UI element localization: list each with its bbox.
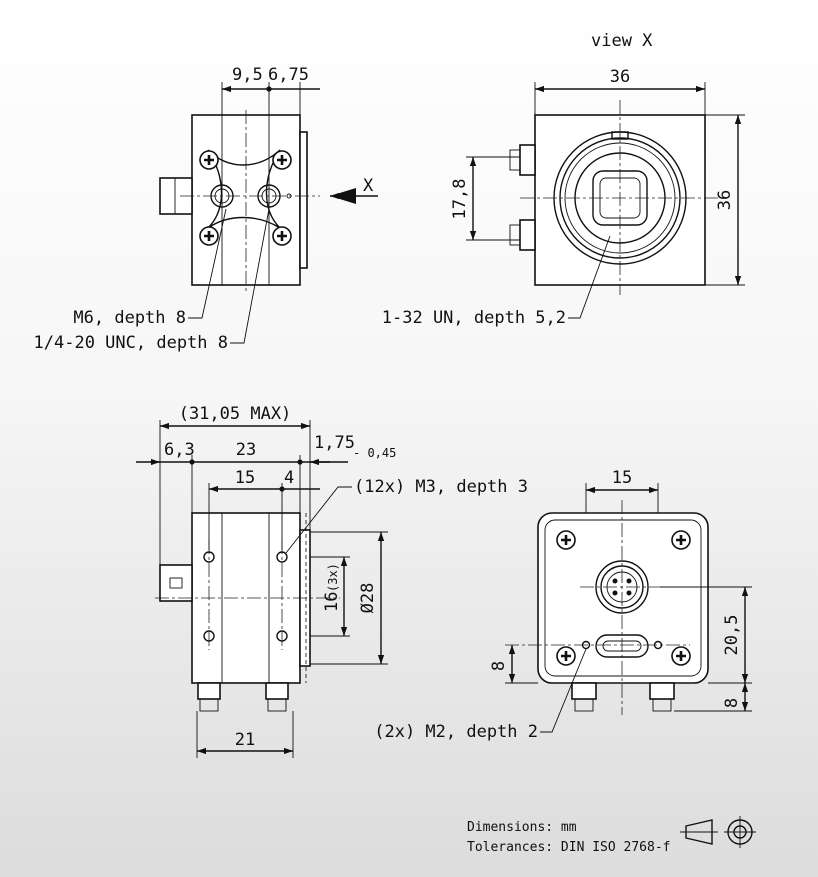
dim-15-rear: 15 [612, 468, 632, 488]
dim-9-5: 9,5 [232, 65, 263, 85]
dim-16: 16 [322, 592, 342, 612]
dim-8-left: 8 [489, 661, 509, 671]
dim-21: 21 [235, 730, 255, 750]
projection-symbol [680, 816, 756, 848]
dim-3x: (3x) [326, 563, 340, 592]
screw-icon [271, 225, 293, 247]
dim-1-75: 1,75 [314, 433, 355, 453]
rear-view: 15 20,5 8 8 (2x) M2, depth 2 [374, 468, 752, 742]
dim-36-width: 36 [610, 67, 630, 87]
dim-6-75: 6,75 [268, 65, 309, 85]
callout-m6: M6, depth 8 [73, 308, 186, 328]
dim-8-right: 8 [722, 698, 742, 708]
screw-icon [198, 225, 220, 247]
screw-icon [555, 529, 577, 551]
screw-icon [670, 645, 692, 667]
dim-31-05-max: (31,05 MAX) [179, 404, 292, 424]
screw-icon [670, 529, 692, 551]
side-view: (31,05 MAX) 6,3 23 1,75 - 0,45 15 4 (12x… [136, 404, 528, 758]
dim-23: 23 [236, 440, 256, 460]
footer-notes: Dimensions: mm Tolerances: DIN ISO 2768-… [467, 818, 671, 858]
view-x-title: view X [591, 31, 653, 51]
view-x: view X 36 36 17,8 1-32 UN, depth 5,2 [382, 31, 745, 328]
dim-4: 4 [284, 468, 294, 488]
dimensions-unit-note: Dimensions: mm [467, 820, 577, 835]
screw-icon [198, 149, 220, 171]
callout-1-32-un: 1-32 UN, depth 5,2 [382, 308, 566, 328]
dim-15-side: 15 [235, 468, 255, 488]
dim-17-8: 17,8 [450, 179, 470, 220]
dim-diameter-28: Ø28 [358, 583, 378, 614]
dim-6-3: 6,3 [164, 440, 195, 460]
dim-36-height: 36 [715, 190, 735, 210]
screw-icon [271, 149, 293, 171]
callout-unc: 1/4-20 UNC, depth 8 [34, 333, 228, 353]
screw-icon [555, 645, 577, 667]
callout-m2: (2x) M2, depth 2 [374, 722, 538, 742]
projection-circle-icon [724, 816, 756, 848]
dim-20-5: 20,5 [722, 615, 742, 656]
projection-cone-icon [685, 819, 713, 845]
callout-m3: (12x) M3, depth 3 [354, 477, 528, 497]
top-left-view: 9,5 6,75 X M6, depth 8 1/4-20 UNC, depth… [34, 65, 378, 353]
tolerances-note: Tolerances: DIN ISO 2768-f [467, 840, 671, 855]
view-arrow-label: X [363, 176, 374, 196]
dim-tolerance: - 0,45 [353, 446, 396, 460]
